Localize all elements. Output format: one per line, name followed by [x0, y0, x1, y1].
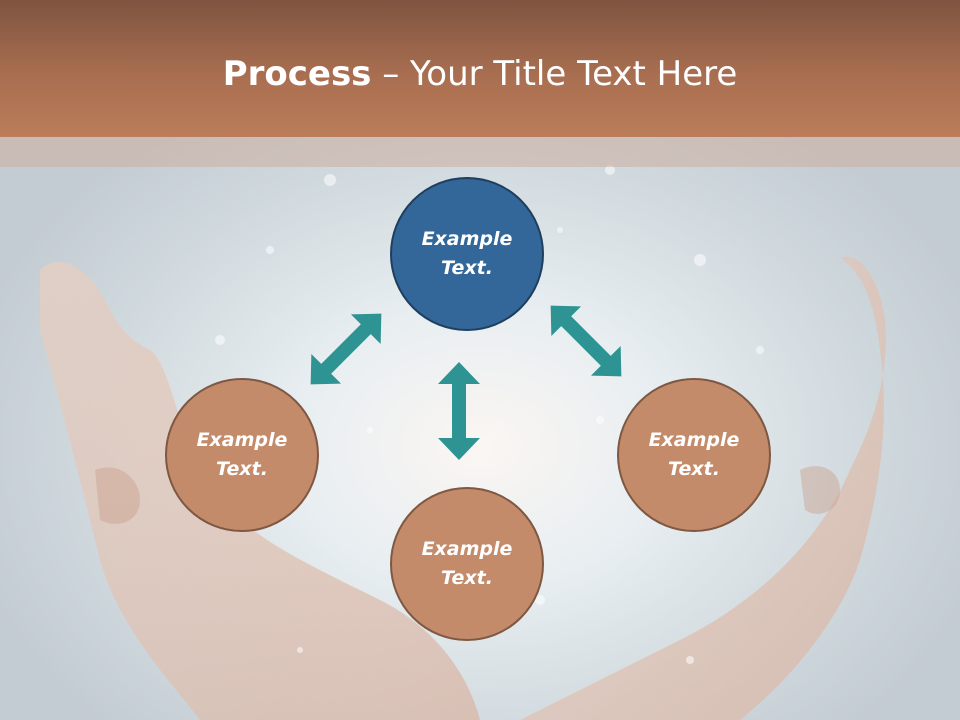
- title-rest: – Your Title Text Here: [371, 54, 738, 94]
- title-strip: [0, 137, 960, 167]
- slide-title: Process – Your Title Text Here: [0, 52, 960, 96]
- node-left-line2: Text.: [216, 458, 268, 480]
- node-right-line1: Example: [648, 429, 740, 451]
- arrow-right-diagonal: [550, 305, 622, 377]
- title-bold: Process: [222, 54, 372, 94]
- node-top-line2: Text.: [441, 257, 493, 279]
- title-bar: [0, 0, 960, 137]
- arrow-left-diagonal: [310, 313, 382, 385]
- node-bottom-line1: Example: [421, 538, 513, 560]
- node-left-line1: Example: [196, 429, 288, 451]
- node-top-line1: Example: [421, 228, 513, 250]
- arrow-vertical: [438, 362, 480, 460]
- node-right-line2: Text.: [668, 458, 720, 480]
- node-bottom-line2: Text.: [441, 567, 493, 589]
